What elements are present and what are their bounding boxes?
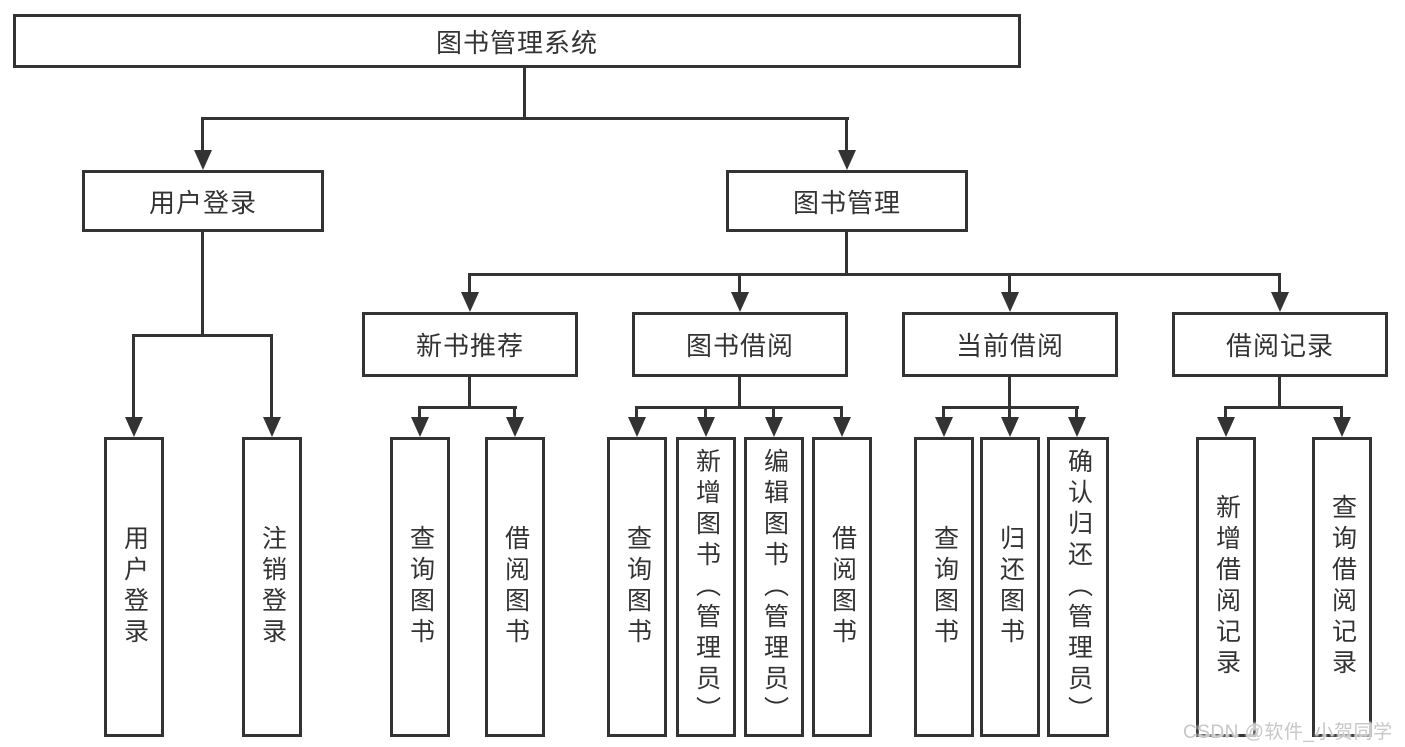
node-label: 查询借阅记录 <box>1328 494 1357 680</box>
arrowhead-down-icon <box>506 417 524 437</box>
leaf-return-book: 归还图书 <box>980 437 1040 737</box>
connector-hline <box>201 117 849 120</box>
connector-vline <box>845 118 848 152</box>
connector-hline <box>1224 406 1343 409</box>
leaf-add-borrow-record: 新增借阅记录 <box>1196 437 1256 737</box>
node-label: 借阅记录 <box>1225 331 1334 361</box>
node-label: 图书管理系统 <box>435 27 598 58</box>
node-label: 查询图书 <box>623 525 652 649</box>
leaf-borrow-books-recommend: 借阅图书 <box>485 437 545 737</box>
node-user-login: 用户登录 <box>82 170 324 232</box>
leaf-logout: 注销登录 <box>242 437 302 737</box>
node-borrowing-records: 借阅记录 <box>1172 312 1388 377</box>
connector-vline <box>418 407 421 417</box>
node-label: 新书推荐 <box>415 331 524 361</box>
node-label: 新增图书（管理员） <box>692 447 721 727</box>
connector-vline <box>1278 274 1281 294</box>
node-label: 借阅图书 <box>501 525 530 649</box>
connector-hline <box>468 273 1281 276</box>
node-book-borrowing: 图书借阅 <box>632 312 848 377</box>
connector-vline <box>1075 407 1078 417</box>
node-label: 编辑图书（管理员） <box>760 447 789 727</box>
leaf-query-books-borrowing: 查询图书 <box>607 437 667 737</box>
node-label: 图书管理 <box>792 187 901 218</box>
connector-vline <box>738 377 741 407</box>
connector-vline <box>840 407 843 417</box>
leaf-add-book-admin: 新增图书（管理员） <box>676 437 736 737</box>
connector-hline <box>132 334 273 337</box>
watermark: CSDN @软件_小贺同学 <box>1183 722 1393 743</box>
connector-hline <box>418 406 517 409</box>
node-label: 当前借阅 <box>955 331 1064 361</box>
arrowhead-down-icon <box>194 150 212 170</box>
arrowhead-down-icon <box>411 417 429 437</box>
leaf-query-books-recommend: 查询图书 <box>390 437 450 737</box>
arrowhead-down-icon <box>833 417 851 437</box>
connector-vline <box>468 274 471 294</box>
connector-vline <box>1008 377 1011 407</box>
node-label: 借阅图书 <box>828 525 857 649</box>
arrowhead-down-icon <box>1001 292 1019 312</box>
connector-vline <box>942 407 945 417</box>
connector-vline <box>201 232 204 335</box>
arrowhead-down-icon <box>461 292 479 312</box>
arrowhead-down-icon <box>1068 417 1086 437</box>
arrowhead-down-icon <box>1271 292 1289 312</box>
connector-vline <box>704 407 707 417</box>
node-label: 用户登录 <box>148 187 257 218</box>
arrowhead-down-icon <box>1001 417 1019 437</box>
leaf-edit-book-admin: 编辑图书（管理员） <box>744 437 804 737</box>
arrowhead-down-icon <box>697 417 715 437</box>
connector-vline <box>1224 407 1227 417</box>
connector-vline <box>1340 407 1343 417</box>
arrowhead-down-icon <box>731 292 749 312</box>
arrowhead-down-icon <box>935 417 953 437</box>
node-label: 确认归还（管理员） <box>1064 447 1093 727</box>
connector-vline <box>132 335 135 417</box>
arrowhead-down-icon <box>1217 417 1235 437</box>
node-label: 图书借阅 <box>685 331 794 361</box>
connector-vline <box>201 118 204 152</box>
arrowhead-down-icon <box>765 417 783 437</box>
connector-vline <box>1008 407 1011 417</box>
leaf-confirm-return-admin: 确认归还（管理员） <box>1047 437 1109 737</box>
connector-vline <box>635 407 638 417</box>
connector-vline <box>270 335 273 417</box>
arrowhead-down-icon <box>263 417 281 437</box>
arrowhead-down-icon <box>838 150 856 170</box>
connector-vline <box>1278 377 1281 407</box>
connector-vline <box>1008 274 1011 294</box>
connector-vline <box>738 274 741 294</box>
node-label: 用户登录 <box>120 525 149 649</box>
arrowhead-down-icon <box>1333 417 1351 437</box>
leaf-borrow-books: 借阅图书 <box>812 437 872 737</box>
node-label: 归还图书 <box>996 525 1025 649</box>
node-label: 查询图书 <box>406 525 435 649</box>
node-label: 查询图书 <box>930 525 959 649</box>
node-book-management: 图书管理 <box>726 170 968 232</box>
node-label: 注销登录 <box>258 525 287 649</box>
connector-vline <box>845 232 848 274</box>
leaf-query-borrow-record: 查询借阅记录 <box>1312 437 1372 737</box>
arrowhead-down-icon <box>628 417 646 437</box>
connector-vline <box>523 66 526 118</box>
arrowhead-down-icon <box>125 417 143 437</box>
leaf-user-login: 用户登录 <box>104 437 164 737</box>
connector-hline <box>635 406 843 409</box>
node-library-system: 图书管理系统 <box>13 14 1021 68</box>
node-label: 新增借阅记录 <box>1212 494 1241 680</box>
node-new-book-recommend: 新书推荐 <box>362 312 578 377</box>
connector-vline <box>772 407 775 417</box>
leaf-query-books-current: 查询图书 <box>914 437 974 737</box>
node-current-borrowing: 当前借阅 <box>902 312 1118 377</box>
connector-vline <box>468 377 471 407</box>
connector-vline <box>513 407 516 417</box>
